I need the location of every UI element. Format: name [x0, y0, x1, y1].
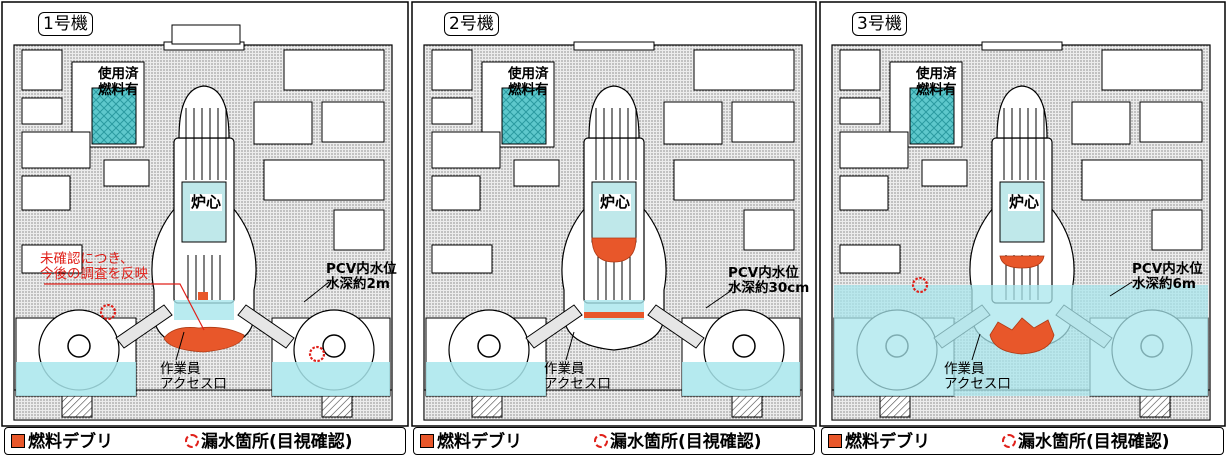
legend-debris-item: 燃料デブリ: [420, 428, 522, 456]
debris-swatch-icon: [420, 434, 434, 448]
unit3-pool-label: 使用済燃料有: [916, 66, 957, 98]
unit3-water-level-label: PCV内水位水深約6m: [1132, 261, 1203, 292]
unit1-unconfirmed-note: 未確認につき、今後の調査を反映: [40, 251, 148, 282]
unit2-water-level-label: PCV内水位水深約30cm: [728, 265, 810, 296]
unit1-leak-ring-a: [99, 303, 117, 321]
unit2-pool-label: 使用済燃料有: [508, 66, 549, 98]
legend-debris-item: 燃料デブリ: [11, 428, 113, 456]
legend-unit3: 燃料デブリ 漏水箇所(目視確認): [821, 427, 1224, 455]
unit2-access-label: 作業員アクセス口: [544, 361, 611, 392]
unit3-debris: [999, 255, 1045, 269]
unit2-building: [423, 41, 803, 421]
unit1-pool-label: 使用済燃料有: [98, 66, 139, 98]
unit1-water-level-label: PCV内水位水深約2m: [326, 261, 397, 292]
unit3-core-label: 炉心: [1008, 193, 1041, 211]
unit1-building: [13, 24, 393, 421]
legend-unit1: 燃料デブリ 漏水箇所(目視確認): [4, 427, 406, 455]
legend-leak-item: 漏水箇所(目視確認): [594, 428, 762, 456]
unit1-title: 1号機: [38, 12, 93, 36]
legend-leak-item: 漏水箇所(目視確認): [1002, 428, 1170, 456]
legend-unit2: 燃料デブリ 漏水箇所(目視確認): [413, 427, 815, 455]
debris-swatch-icon: [11, 434, 25, 448]
unit3-access-label: 作業員アクセス口: [944, 361, 1011, 392]
unit2-debris: [591, 237, 637, 263]
debris-swatch-icon: [828, 434, 842, 448]
unit2-core-label: 炉心: [599, 193, 632, 211]
unit2-title: 2号機: [444, 12, 499, 36]
unit3-title: 3号機: [852, 12, 907, 36]
unit1-core-label: 炉心: [190, 193, 223, 211]
unit1-access-label: 作業員アクセス口: [160, 361, 227, 392]
legend-leak-item: 漏水箇所(目視確認): [185, 428, 353, 456]
leak-ring-icon: [185, 434, 199, 448]
legend-debris-item: 燃料デブリ: [828, 428, 930, 456]
leak-ring-icon: [1002, 434, 1016, 448]
leak-ring-icon: [594, 434, 608, 448]
unit1-leak-ring-b: [308, 345, 326, 363]
unit3-leak-ring: [911, 276, 929, 294]
unit3-building: [831, 41, 1211, 421]
